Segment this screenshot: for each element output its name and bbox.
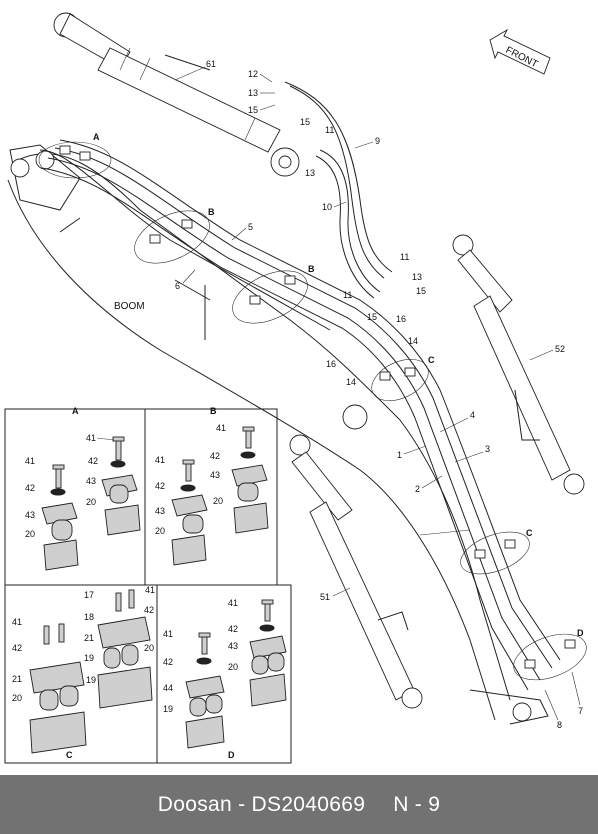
callout-13-b: 13: [305, 168, 315, 178]
view-letter-b-2: B: [308, 264, 315, 274]
panel-c-callout-21b: 21: [12, 674, 22, 684]
panel-d-callout-42a: 42: [228, 624, 238, 634]
panel-d-callout-41a: 41: [228, 598, 238, 608]
callout-15-a: 15: [248, 105, 258, 115]
callout-11-a: 11: [325, 125, 334, 135]
panel-b-callout-20a: 20: [213, 496, 223, 506]
detail-panel-b: B 41 42 43 20 41 42 43 20: [155, 406, 269, 566]
callout-2: 2: [415, 484, 420, 494]
svg-text:42: 42: [25, 483, 35, 493]
panel-d-callout-43: 43: [228, 641, 238, 651]
callout-4: 4: [470, 410, 475, 420]
panel-b-callout-41b: 41: [155, 455, 165, 465]
panel-c-callout-42a: 42: [144, 605, 154, 615]
panel-a-callout-42: 42: [88, 456, 98, 466]
detail-panel-a: A 41 42 43 20 41 42 43 20: [25, 406, 141, 571]
panel-d-callout-20: 20: [228, 662, 238, 672]
panel-d-callout-19: 19: [163, 704, 173, 714]
panel-c-callout-20a: 20: [144, 643, 154, 653]
view-letter-d: D: [577, 628, 584, 638]
callout-13-c: 13: [412, 272, 422, 282]
panel-c-callout-41a: 41: [145, 585, 155, 595]
parts-diagram: FRONT BOOM: [4, 12, 587, 764]
callout-10: 10: [322, 202, 332, 212]
panel-c-callout-18: 18: [84, 612, 94, 622]
view-letter-c-1: C: [428, 355, 435, 365]
panel-c-callout-42b: 42: [12, 643, 22, 653]
panel-a-callout-41: 41: [86, 433, 96, 443]
panel-b-callout-41a: 41: [216, 423, 226, 433]
separator: -: [238, 792, 246, 816]
view-letters: A B B C C D: [93, 132, 584, 638]
callout-16-b: 16: [326, 359, 336, 369]
callout-5: 5: [248, 222, 253, 232]
callout-14-b: 14: [346, 377, 356, 387]
callout-14-a: 14: [408, 336, 418, 346]
view-letter-a: A: [93, 132, 100, 142]
panel-c-callout-20b: 20: [12, 693, 22, 703]
callout-9: 9: [375, 136, 380, 146]
panel-a-callout-20: 20: [86, 497, 96, 507]
callout-61: 61: [206, 59, 216, 69]
panel-d-callout-42b: 42: [163, 657, 173, 667]
panel-a-callout-43: 43: [86, 476, 96, 486]
panel-b-callout-42b: 42: [155, 481, 165, 491]
panel-a-title: A: [72, 406, 79, 416]
callout-52: 52: [555, 344, 565, 354]
callout-1: 1: [397, 450, 402, 460]
panel-d-callout-44: 44: [163, 683, 173, 693]
callout-15-d: 15: [367, 312, 377, 322]
panel-b-callout-42a: 42: [210, 451, 220, 461]
callout-13-a: 13: [248, 88, 258, 98]
front-direction-arrow: FRONT: [489, 28, 551, 75]
detail-panel-c: C 17 41 18 42 41 42 21 20 19 21 19 20: [12, 585, 155, 760]
callout-51: 51: [320, 592, 330, 602]
hoses-9-10: [284, 81, 393, 299]
callout-3: 3: [485, 444, 490, 454]
panel-c-title: C: [66, 750, 73, 760]
view-markers: [38, 141, 587, 681]
panel-d-callout-41b: 41: [163, 629, 173, 639]
view-letter-b-1: B: [208, 207, 215, 217]
panel-b-callout-43b: 43: [155, 506, 165, 516]
panel-b-callout-43a: 43: [210, 470, 220, 480]
callout-15-c: 15: [416, 286, 426, 296]
view-letter-c-2: C: [526, 528, 533, 538]
boom-label: BOOM: [114, 301, 145, 312]
panel-c-callout-21a: 21: [84, 633, 94, 643]
part-number: DS2040669: [251, 792, 366, 816]
callout-16-a: 16: [396, 314, 406, 324]
cylinder-52: [452, 234, 585, 495]
page-label: N - 9: [393, 792, 441, 816]
svg-text:43: 43: [25, 510, 35, 520]
main-callouts: 61 12 13 15 15 11 9 13 10 5 6 11 13 11 1…: [174, 59, 583, 730]
detail-panels: [4, 408, 292, 764]
callout-11-c: 11: [343, 290, 352, 300]
footer-bar: Doosan - DS2040669 N - 9: [0, 775, 598, 834]
panel-c-callout-41b: 41: [12, 617, 22, 627]
panel-c-callout-19b: 19: [86, 675, 96, 685]
svg-text:20: 20: [25, 529, 35, 539]
callout-8: 8: [557, 720, 562, 730]
callout-15-b: 15: [300, 117, 310, 127]
panel-c-callout-17: 17: [84, 590, 94, 600]
boom: BOOM: [7, 144, 549, 725]
callout-11-b: 11: [400, 252, 409, 262]
callout-12: 12: [248, 69, 258, 79]
brand-name: Doosan: [157, 792, 232, 816]
panel-d-title: D: [228, 750, 235, 760]
svg-text:41: 41: [25, 456, 35, 466]
callout-7: 7: [578, 706, 583, 716]
boom-cylinder-top: [53, 12, 300, 177]
panel-c-callout-19a: 19: [84, 653, 94, 663]
boom-pipes: [41, 139, 561, 691]
callout-6: 6: [175, 281, 180, 291]
cylinder-51: [289, 434, 423, 709]
panel-b-title: B: [210, 406, 217, 416]
panel-b-callout-20b: 20: [155, 526, 165, 536]
detail-panel-d: D 41 42 43 20 41 42 44 19: [163, 598, 287, 760]
